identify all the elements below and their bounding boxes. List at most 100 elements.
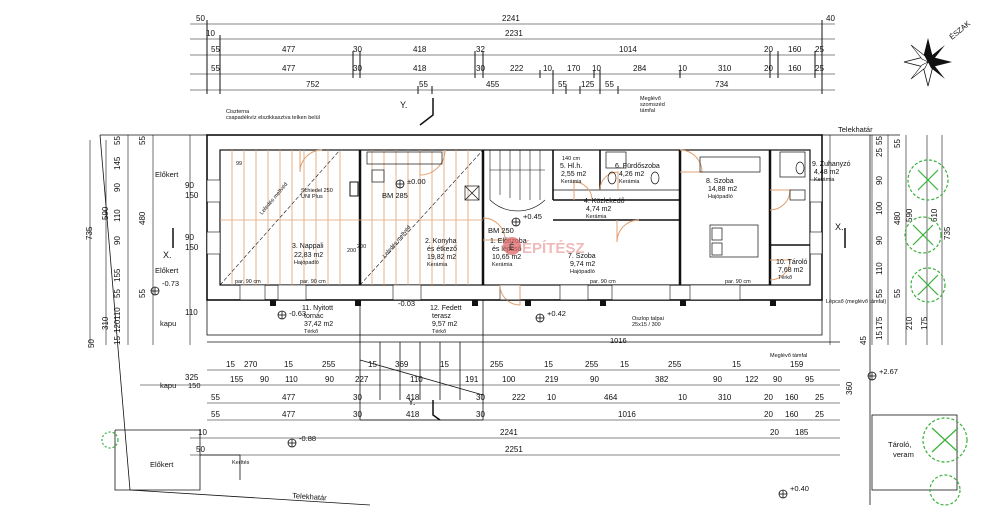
dim-200-a: 200 [347,248,356,254]
dim-bot-r2-12: 90 [713,375,722,384]
room-12-extra: terasz [432,313,452,320]
dim-bot-r6-0: 50 [196,445,205,454]
svg-text:7. Szoba: 7. Szoba [568,253,596,260]
room-6: 6. Fürdőszoba 4,26 m2 Kerámia [615,163,660,185]
bm250-label: BM 250 [488,226,514,235]
room-11-num: 11. [302,305,311,312]
level-text-1: +0.45 [523,212,542,221]
dim-top-r4-0: 55 [211,64,220,73]
section-y-top: Y. [400,100,407,110]
door-swings [299,149,791,306]
dim-right-b-2: 55 [893,289,902,298]
dim-bot-r1-0: 15 [226,360,235,369]
room-3-num: 3. [292,243,298,250]
dim-bot-r1-1: 270 [244,360,258,369]
dim-bot-r3-1: 477 [282,393,296,402]
room-2-area: 19,82 m2 [427,254,456,261]
dim-top-r3-5: 1014 [619,45,637,54]
tree-icon [904,216,942,254]
lefedes-1: Lefedés mellvéd [259,182,289,217]
room-3-name: Nappali [300,243,324,250]
kitchen-furniture [366,151,480,201]
dim-bot-r2-5: 227 [355,375,369,384]
left-dimension-lines [89,135,191,345]
meglevo-top-3: támfal [640,108,655,114]
svg-text:11. Nyitott: 11. Nyitott [302,305,333,312]
dim-top-r4-12: 20 [764,64,773,73]
dim-bot-r2-11: 382 [655,375,669,384]
room-3: 3. Nappali 22,83 m2 Hajópadló [292,243,324,266]
room-8-num: 8. [706,178,712,185]
room-2: 2. Konyha és étkező 19,82 m2 Kerámia [425,238,457,268]
dim-top-r4-7: 170 [567,64,581,73]
room-10-area: 7,68 m2 [778,267,803,274]
room-12: 12. Fedett terasz 9,57 m2 Térkő [430,305,462,335]
dim-bot-r1-2: 15 [284,360,293,369]
room-12-area: 9,57 m2 [432,321,457,328]
svg-text:É: É [509,243,515,252]
room-2-num: 2. [425,238,431,245]
dim-bot-r1-3: 255 [322,360,336,369]
cisterna-label: Ciszterna [226,109,250,115]
top-dimension-texts: 50 2241 40 10 2231 55 477 30 418 32 1014… [196,14,835,89]
kapu-label-2: kapu [160,381,176,390]
dim-bot-r5-3: 185 [795,428,809,437]
dim-left-b-4: 90 [113,236,122,245]
dim-bot-r1-4: 15 [368,360,377,369]
dim-left-c-2: 55 [138,289,147,298]
watermark-logo-icon: É ÉPÍTÉSZ [503,237,585,257]
dim-top-r4-10: 10 [678,64,687,73]
dim-bot-r4-3: 418 [406,410,420,419]
dim-right-a-5: 110 [875,262,884,275]
dim-bot-r1-10: 15 [620,360,629,369]
room-5-name: Hl.h. [568,163,582,170]
room-6-name: Fürdőszoba [623,163,660,170]
room-1-area: 10,65 m2 [492,254,521,261]
level-text-5: +0.42 [547,309,566,318]
dim-left-d-4: 110 [185,308,198,317]
room-11-floor: Térkő [304,329,318,335]
dim-bot-r3-11: 160 [785,393,799,402]
dim-top-r1-1: 2241 [502,14,520,23]
garden-front [114,429,241,491]
tree-icon [910,267,946,303]
room-4: 4. Közlekedő 4,74 m2 Kerámia [584,198,625,220]
room-9-floor: Kerámia [814,177,835,183]
oszlop-dim: 25x15 / 300 [632,322,661,328]
room-7-area: 9,74 m2 [570,261,595,268]
meglevo-top-2: szomszéd [640,102,665,108]
bm285-label: BM 285 [382,191,408,200]
kapu-label-1: kapu [160,319,176,328]
room-10-floor: Térkő [778,275,792,281]
dim-left-c-0: 55 [138,136,147,145]
svg-text:3. Nappali: 3. Nappali [292,243,324,250]
meglevo-bottom: Meglévő támfal [770,353,807,359]
room-5-floor: Kerámia [561,179,582,185]
dim-left-a-1: 310 [101,316,110,330]
dim-top-r2-1: 2231 [505,29,523,38]
dim-left-b-2: 90 [113,183,122,192]
svg-text:5. Hl.h.: 5. Hl.h. [560,163,582,170]
dim-right-a-6: 55 [875,289,884,298]
room-9: 9. Zuhanyzó 4,48 m2 Kerámia [812,161,851,183]
dim-top-r5-1: 55 [419,80,428,89]
dim-left-b-8: 120 [113,319,122,333]
dim-bot-r4-5: 1016 [618,410,636,419]
dim-top-r4-9: 284 [633,64,647,73]
dim-99: 99 [236,161,242,167]
dim-bot-r1-7: 255 [490,360,504,369]
tarolo-veram-label: Tároló, [888,440,911,449]
room-7-name: Szoba [576,253,596,260]
dim-top-r4-4: 30 [476,64,485,73]
porch-columns [270,300,776,306]
svg-text:2. Konyha: 2. Konyha [425,238,457,245]
room-7-floor: Hajópadló [570,269,595,275]
dim-top-r1-2: 40 [826,14,835,23]
telekhatar-bottom: Telekhatár [292,491,328,502]
dim-left-c-3: 50 [87,339,96,348]
dim-bot-r1-8: 15 [544,360,553,369]
dim-bot-r3-4: 30 [476,393,485,402]
room-9-area: 4,48 m2 [814,169,839,176]
room-11: 11. Nyitott tornác 37,42 m2 Térkő [302,305,333,335]
